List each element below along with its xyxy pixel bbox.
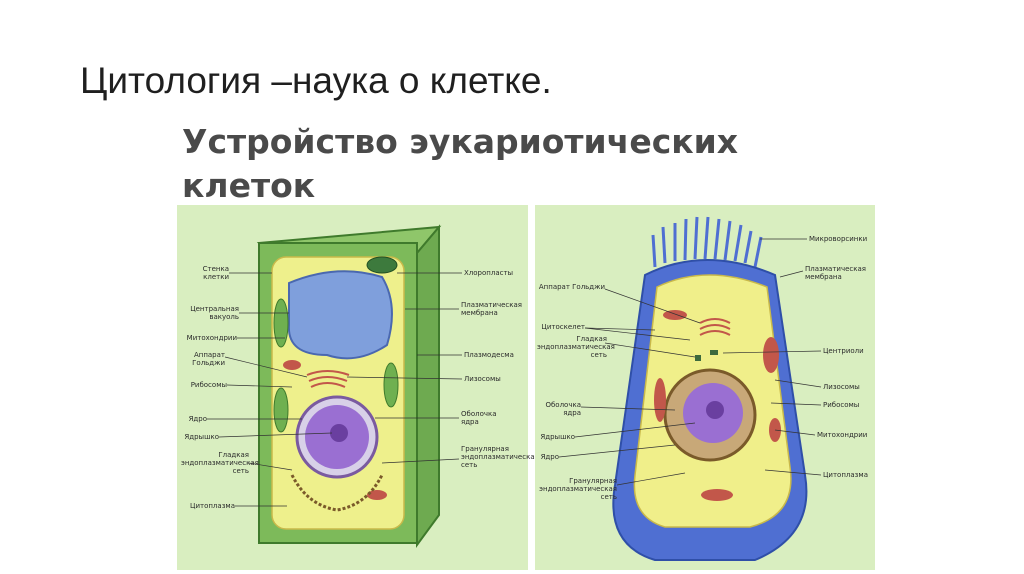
plant-cell-panel: Стенка клетки Центральная вакуоль Митохо…: [177, 205, 539, 570]
animal-cell-illustration: [558, 216, 822, 561]
mitochondrion: [763, 337, 779, 373]
slide-title: Цитология –наука о клетке.: [80, 60, 552, 101]
label-nucleus: Ядро: [188, 415, 207, 423]
label-nucleolus: Ядрышко: [540, 433, 575, 441]
label-smooth-er: Гладкая эндоплазматическая сеть: [537, 335, 615, 359]
golgi-apparatus: [306, 370, 350, 388]
label-plasma-membrane: Плазматическая мембрана: [461, 301, 522, 317]
label-rough-er: Гранулярная эндоплазматическая сеть: [461, 445, 539, 469]
label-mitochondria: Митохондрии: [817, 431, 868, 439]
label-golgi: Аппарат Гольджи: [192, 351, 225, 367]
central-vacuole: [287, 270, 393, 360]
centriole: [710, 350, 718, 355]
mitochondrion: [283, 360, 301, 370]
subtitle-line-1: Устройство эукариотических: [182, 122, 739, 161]
label-lysosomes: Лизосомы: [464, 375, 501, 383]
endoplasmic-reticulum: [290, 474, 384, 512]
label-mitochondria: Митохондрии: [186, 334, 237, 342]
label-ribosomes: Рибосомы: [190, 381, 227, 389]
label-cytoplasm: Цитоплазма: [190, 502, 235, 510]
label-nuclear-envelope: Оболочка ядра: [461, 410, 497, 426]
plant-cell-illustration: [207, 224, 463, 549]
microvilli-group: [651, 216, 763, 268]
label-smooth-er: Гладкая эндоплазматическая сеть: [181, 451, 259, 475]
chloroplast: [366, 256, 398, 274]
label-chloroplasts: Хлоропласты: [464, 269, 514, 277]
label-plasma-membrane: Плазматическая мембрана: [805, 265, 866, 281]
label-microvilli: Микроворсинки: [809, 235, 868, 243]
label-ribosomes: Рибосомы: [823, 401, 860, 409]
subtitle-line-2: клеток: [182, 166, 316, 205]
label-golgi: Аппарат Гольджи: [538, 283, 605, 291]
mitochondrion: [367, 490, 387, 500]
label-centrioles: Центриоли: [823, 347, 864, 355]
golgi-apparatus: [699, 318, 731, 336]
chloroplast: [273, 298, 289, 348]
cell-wall-right: [416, 224, 440, 549]
chloroplast: [273, 387, 289, 433]
nucleolus: [330, 424, 348, 442]
label-nuclear-envelope: Оболочка ядра: [545, 401, 581, 417]
label-cell-wall: Стенка клетки: [202, 265, 229, 281]
centriole: [695, 355, 701, 361]
chloroplast: [383, 362, 399, 408]
label-cytoplasm: Цитоплазма: [823, 471, 868, 479]
label-cytoskeleton: Цитоскелет: [541, 323, 585, 331]
mitochondrion: [663, 310, 687, 320]
animal-cell-panel: Аппарат Гольджи Цитоскелет Гладкая эндоп…: [535, 205, 875, 570]
label-plasmodesma: Плазмодесма: [464, 351, 514, 359]
label-nucleolus: Ядрышко: [184, 433, 219, 441]
label-nucleus: Ядро: [540, 453, 559, 461]
mitochondrion: [701, 489, 733, 501]
label-lysosomes: Лизосомы: [823, 383, 860, 391]
label-rough-er: Гранулярная эндоплазматическая сеть: [539, 477, 617, 501]
nucleolus: [706, 401, 724, 419]
diagram-subtitle: Устройство эукариотических клеток: [182, 120, 802, 208]
mitochondrion: [654, 378, 666, 422]
label-central-vacuole: Центральная вакуоль: [190, 305, 239, 321]
